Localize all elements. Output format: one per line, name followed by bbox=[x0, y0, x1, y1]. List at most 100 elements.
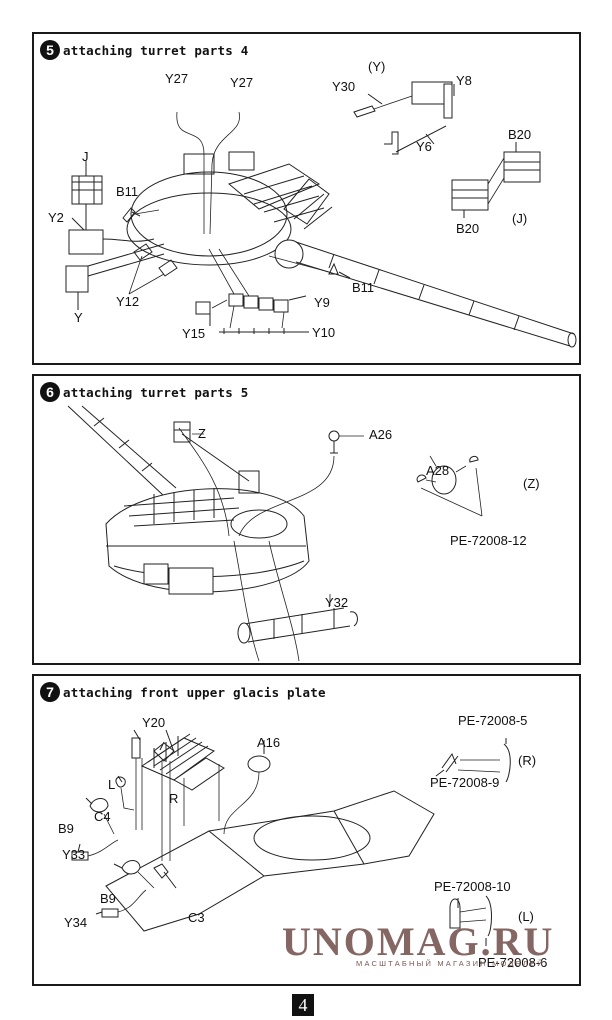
part-y15 bbox=[196, 302, 210, 314]
part-b20-right bbox=[504, 152, 540, 182]
label-l: L bbox=[108, 777, 116, 792]
label-pe-72008-6: PE-72008-6 bbox=[478, 955, 548, 970]
part-pe-72008-9 bbox=[442, 754, 458, 772]
part-y10-set bbox=[219, 328, 299, 334]
step-5-header: 5 attaching turret parts 4 bbox=[40, 40, 248, 60]
part-c4 bbox=[116, 777, 125, 787]
label-pe-72008-10: PE-72008-10 bbox=[434, 879, 511, 894]
label-y12: Y12 bbox=[116, 294, 140, 309]
step-6-illustration bbox=[34, 376, 583, 667]
part-y-box bbox=[66, 266, 88, 292]
glacis-hatch-opening bbox=[254, 816, 370, 860]
gun-mantlet bbox=[275, 240, 303, 268]
machine-gun bbox=[182, 434, 259, 493]
step-7-panel: 7 attaching front upper glacis plate bbox=[32, 674, 581, 986]
part-pe-72008-6 bbox=[486, 896, 492, 936]
step-6-title: attaching turret parts 5 bbox=[63, 384, 249, 400]
label-y2: Y2 bbox=[48, 210, 64, 225]
turret-ring bbox=[127, 193, 291, 265]
part-b20-left bbox=[452, 180, 488, 210]
part-z bbox=[174, 422, 190, 442]
part-y34 bbox=[102, 909, 118, 917]
part-pe-72008-5 bbox=[504, 744, 510, 782]
part-b9-b bbox=[122, 861, 140, 875]
turret-body bbox=[131, 172, 287, 256]
glacis-plate bbox=[106, 791, 434, 931]
step-6-header: 6 attaching turret parts 5 bbox=[40, 382, 248, 402]
part-a28 bbox=[432, 466, 456, 494]
step-5-panel: 5 attaching turret parts 4 bbox=[32, 32, 581, 365]
turret-armor-blocks bbox=[229, 164, 324, 222]
turret-box-front bbox=[169, 568, 213, 594]
step-7-illustration bbox=[34, 676, 583, 988]
label-a26: A26 bbox=[369, 427, 393, 442]
label-y20: Y20 bbox=[142, 715, 166, 730]
label-r: R bbox=[169, 791, 179, 806]
label-y: Y bbox=[74, 310, 83, 325]
label-b11-b: B11 bbox=[352, 280, 375, 295]
part-pe-72008-12-a bbox=[417, 475, 426, 482]
step-5-illustration bbox=[34, 34, 583, 367]
label-j: J bbox=[82, 149, 89, 164]
label-y27-a: Y27 bbox=[165, 71, 189, 86]
label-a28: A28 bbox=[426, 463, 450, 478]
label-b9-a: B9 bbox=[58, 821, 74, 836]
part-c3 bbox=[154, 864, 168, 878]
part-y32 bbox=[238, 608, 357, 643]
label-b20-a: B20 bbox=[508, 127, 532, 142]
turret-box-left bbox=[144, 564, 168, 584]
label-b20-b: B20 bbox=[456, 221, 480, 236]
gun-barrel bbox=[296, 242, 576, 347]
label-z-detail: (Z) bbox=[523, 476, 540, 491]
label-z: Z bbox=[198, 426, 206, 441]
watermark-tagline: МАСШТАБНЫЙ МАГАЗИН МОДЕЛЕЙ bbox=[356, 959, 545, 968]
watermark-brand: UNOMAG.RU bbox=[282, 919, 555, 964]
label-y34: Y34 bbox=[64, 915, 88, 930]
step-6-panel: 6 attaching turret parts 5 bbox=[32, 374, 581, 665]
part-y6 bbox=[384, 126, 446, 154]
label-y32: Y32 bbox=[325, 595, 349, 610]
part-y20-blocks bbox=[142, 734, 224, 790]
label-r-detail: (R) bbox=[518, 753, 537, 768]
part-a26 bbox=[329, 431, 339, 441]
part-a16 bbox=[248, 756, 270, 772]
part-pe-72008-12-b bbox=[470, 456, 478, 462]
label-y27-b: Y27 bbox=[230, 75, 254, 90]
label-c4: C4 bbox=[94, 809, 111, 824]
label-y9: Y9 bbox=[314, 295, 330, 310]
part-y12-pieces bbox=[134, 244, 177, 276]
part-y9-set bbox=[229, 294, 288, 312]
label-y8: Y8 bbox=[456, 73, 472, 88]
step-7-title: attaching front upper glacis plate bbox=[63, 684, 326, 700]
label-y30: Y30 bbox=[332, 79, 356, 94]
label-pe-72008-5: PE-72008-5 bbox=[458, 713, 528, 728]
step-7-number-badge: 7 bbox=[40, 682, 60, 702]
label-pe-72008-9: PE-72008-9 bbox=[430, 775, 500, 790]
label-b9-b: B9 bbox=[100, 891, 116, 906]
label-y15: Y15 bbox=[182, 326, 206, 341]
turret-armor-blocks bbox=[124, 488, 239, 526]
turret-hatch-right bbox=[231, 510, 287, 538]
page-number: 4 bbox=[292, 994, 314, 1016]
part-y30 bbox=[354, 106, 375, 117]
label-y10: Y10 bbox=[312, 325, 336, 340]
step-5-number-badge: 5 bbox=[40, 40, 60, 60]
label-c3: C3 bbox=[188, 910, 205, 925]
gun-barrel bbox=[68, 406, 176, 496]
label-y33: Y33 bbox=[62, 847, 86, 862]
label-pe-72008-12: PE-72008-12 bbox=[450, 533, 527, 548]
label-l-detail: (L) bbox=[518, 909, 534, 924]
label-y6: Y6 bbox=[416, 139, 432, 154]
step-5-title: attaching turret parts 4 bbox=[63, 42, 249, 58]
part-b11-left bbox=[123, 208, 135, 222]
label-b11-a: B11 bbox=[116, 184, 139, 199]
part-b9-a bbox=[90, 799, 108, 813]
step-7-header: 7 attaching front upper glacis plate bbox=[40, 682, 326, 702]
label-y-detail: (Y) bbox=[368, 59, 386, 74]
label-j-detail: (J) bbox=[512, 211, 528, 226]
step-6-number-badge: 6 bbox=[40, 382, 60, 402]
turret-hatch bbox=[184, 152, 254, 174]
label-a16: A16 bbox=[257, 735, 281, 750]
part-l bbox=[132, 738, 140, 758]
part-b11-right bbox=[329, 264, 338, 274]
